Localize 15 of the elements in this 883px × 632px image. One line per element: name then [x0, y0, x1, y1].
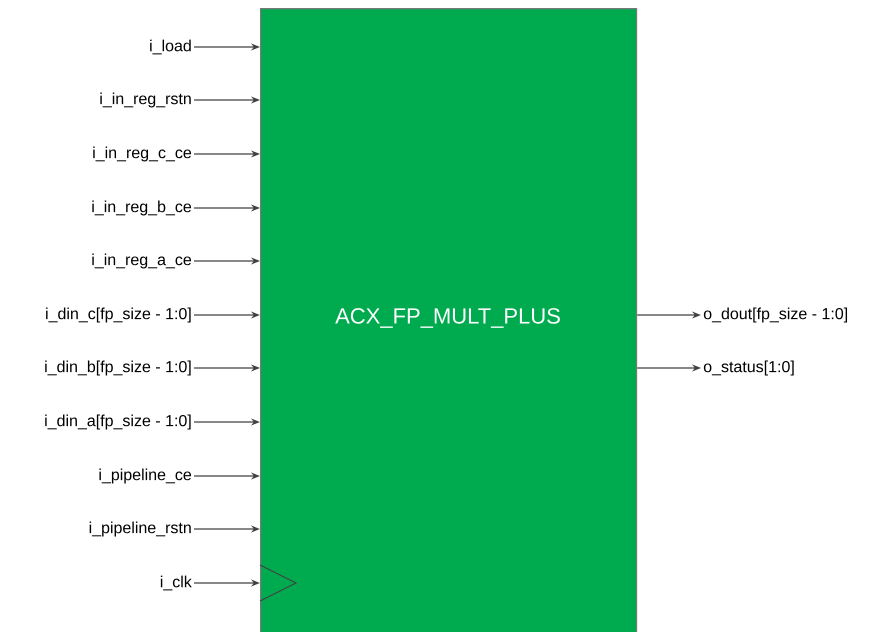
- signal-label: i_din_b[fp_size - 1:0]: [45, 360, 191, 376]
- signal-label: i_pipeline_ce: [99, 468, 192, 484]
- signal-label: o_dout[fp_size - 1:0]: [704, 308, 848, 322]
- signal-label: i_in_reg_b_ce: [92, 200, 192, 216]
- signal-label: o_status[1:0]: [704, 360, 794, 376]
- signal-label: i_in_reg_c_ce: [93, 146, 192, 162]
- signal-label: i_in_reg_rstn: [100, 92, 191, 108]
- module-block: [260, 8, 638, 632]
- signal-label: i_din_a[fp_size - 1:0]: [45, 414, 191, 430]
- signal-label: i_clk: [160, 576, 192, 590]
- signal-label: i_din_c[fp_size - 1:0]: [46, 308, 191, 322]
- module-name: ACX_FP_MULT_PLUS: [335, 308, 560, 328]
- signal-label: i_pipeline_rstn: [90, 522, 191, 536]
- signal-label: i_in_reg_a_ce: [92, 254, 192, 268]
- signal-label: i_load: [150, 40, 191, 54]
